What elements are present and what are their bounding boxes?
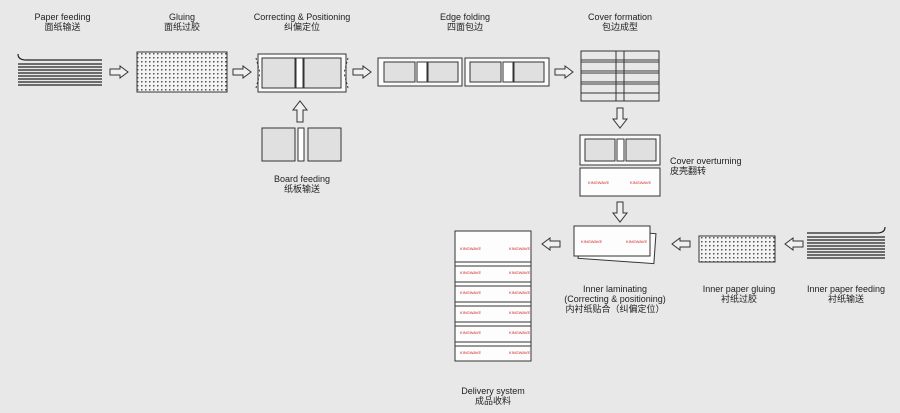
label-en: Cover overturning — [670, 156, 742, 166]
label-correcting: Correcting & Positioning 纠偏定位 — [240, 12, 364, 32]
cover-overturning-marks: KINGWAVE KINGWAVE — [588, 180, 651, 185]
flow-arrow-icon — [541, 237, 561, 251]
paper-stack — [17, 53, 102, 86]
brand-mark: KINGWAVE — [460, 270, 481, 275]
label-en: Delivery system — [461, 386, 525, 396]
label-en-1: Inner laminating — [582, 284, 648, 294]
flow-arrow-icon — [784, 237, 804, 251]
label-en: Board feeding — [273, 174, 331, 184]
flow-arrow-icon — [352, 65, 372, 79]
flow-arrow-icon — [554, 65, 574, 79]
label-zh: 皮壳翻转 — [670, 166, 707, 176]
inner-laminating — [573, 225, 657, 265]
cover-overturning — [579, 134, 661, 197]
label-en: Cover formation — [587, 12, 653, 22]
brand-mark: KINGWAVE — [509, 270, 530, 275]
label-zh: 四面包边 — [446, 22, 483, 32]
label-inner-paper-feeding: Inner paper feeding 衬纸输送 — [800, 284, 892, 304]
brand-mark: KINGWAVE — [626, 239, 647, 244]
label-paper-feeding: Paper feeding 面纸输送 — [20, 12, 105, 32]
label-zh: 衬纸输送 — [827, 294, 864, 304]
delivery-marks: KINGWAVE KINGWAVE KINGWAVE KINGWAVE KING… — [460, 246, 530, 355]
edge-folding-panels — [377, 57, 550, 87]
up-arrow-icon — [291, 100, 309, 123]
brand-mark: KINGWAVE — [460, 246, 481, 251]
brand-mark: KINGWAVE — [509, 330, 530, 335]
label-en: Correcting & Positioning — [253, 12, 351, 22]
down-arrow-icon — [611, 201, 629, 223]
brand-mark: KINGWAVE — [588, 180, 609, 185]
label-zh: 面纸过胶 — [163, 22, 200, 32]
brand-mark: KINGWAVE — [460, 350, 481, 355]
label-zh: 面纸输送 — [44, 22, 81, 32]
brand-mark: KINGWAVE — [460, 330, 481, 335]
label-zh: 成品收料 — [474, 396, 511, 406]
label-en: Edge folding — [439, 12, 491, 22]
brand-mark: KINGWAVE — [581, 239, 602, 244]
brand-mark: KINGWAVE — [509, 350, 530, 355]
label-zh: 包边成型 — [601, 22, 638, 32]
brand-mark: KINGWAVE — [509, 310, 530, 315]
brand-mark: KINGWAVE — [630, 180, 651, 185]
flow-arrow-icon — [671, 237, 691, 251]
correcting-assembly — [255, 53, 349, 93]
label-inner-laminating: Inner laminating (Correcting & positioni… — [555, 284, 675, 314]
label-en: Inner paper feeding — [806, 284, 886, 294]
label-en: Gluing — [168, 12, 195, 22]
label-en-2: (Correcting & positioning) — [564, 294, 666, 304]
label-en: Inner paper gluing — [702, 284, 776, 294]
label-zh: 衬纸过胶 — [720, 294, 757, 304]
down-arrow-icon — [611, 107, 629, 129]
label-zh: 纠偏定位 — [283, 22, 320, 32]
label-cover-formation: Cover formation 包边成型 — [576, 12, 664, 32]
flow-arrow-icon — [232, 65, 252, 79]
label-inner-paper-gluing: Inner paper gluing 衬纸过胶 — [694, 284, 784, 304]
inner-laminating-marks: KINGWAVE KINGWAVE — [581, 239, 647, 244]
label-board-feeding: Board feeding 纸板输送 — [258, 174, 346, 194]
flow-arrow-icon — [109, 65, 129, 79]
board-feeding-boards — [261, 127, 342, 162]
cover-formation-stack — [580, 50, 660, 102]
label-cover-overturning: Cover overturning 皮壳翻转 — [670, 156, 742, 176]
label-zh: 纸板输送 — [283, 184, 320, 194]
brand-mark: KINGWAVE — [460, 310, 481, 315]
delivery-stack — [454, 230, 532, 362]
gluing-sheet — [136, 51, 228, 93]
label-en: Paper feeding — [34, 12, 91, 22]
inner-paper-gluing-sheet — [698, 235, 776, 263]
label-zh: 内衬纸贴合（纠偏定位） — [565, 304, 665, 314]
label-delivery-system: Delivery system 成品收料 — [445, 386, 541, 406]
brand-mark: KINGWAVE — [460, 290, 481, 295]
inner-paper-stack — [807, 226, 886, 259]
brand-mark: KINGWAVE — [509, 290, 530, 295]
label-edge-folding: Edge folding 四面包边 — [423, 12, 507, 32]
brand-mark: KINGWAVE — [509, 246, 530, 251]
label-gluing: Gluing 面纸过胶 — [140, 12, 224, 32]
